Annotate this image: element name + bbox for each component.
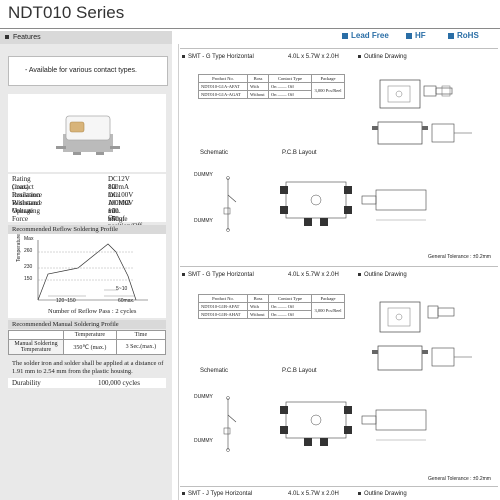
dummy-label: DUMMY <box>194 218 213 224</box>
square-icon <box>448 32 454 39</box>
reflow-annotation: 120~150 <box>56 298 76 304</box>
reflow-annotation: 5~10 <box>116 286 128 292</box>
panel3-drawing-label: Outline Drawing <box>358 491 407 497</box>
reflow-tick: 260 <box>24 248 33 254</box>
badge-lead-free: Lead Free <box>342 31 389 40</box>
manual-row-label: Manual Soldering Temperature <box>8 339 64 355</box>
square-icon <box>5 35 9 40</box>
manual-col-header: Time <box>115 330 167 340</box>
panel2-table: Product No. Boss Contact Type Package ND… <box>198 294 345 319</box>
series-title: NDT010 Series <box>8 3 125 22</box>
schematic-pcb-icon <box>223 396 427 452</box>
dummy-label: DUMMY <box>194 172 213 178</box>
square-icon <box>342 32 348 39</box>
features-box: - Available for various contact types. <box>8 56 168 86</box>
panel2-pcb-label: P.C.B Layout <box>282 368 317 374</box>
reflow-tick: 230 <box>24 264 33 270</box>
panel-rule <box>180 266 498 267</box>
features-bar: Features <box>0 31 172 44</box>
panel1-outline-drawing <box>352 66 496 167</box>
panel1-schematic <box>186 160 436 255</box>
manual-col-header: Temperature <box>63 330 117 340</box>
column-divider <box>178 44 179 500</box>
panel2-outline-drawing <box>352 284 496 389</box>
reflow-passes: Number of Reflow Pass : 2 cycles <box>48 308 137 315</box>
panel1-title: SMT - G Type Horizontal <box>182 54 254 60</box>
header-rule <box>0 28 500 29</box>
badge-rohs: RoHS <box>448 31 479 40</box>
panel1-dims: 4.0L x 5.7W x 2.0H <box>288 54 339 60</box>
panel1-schematic-label: Schematic <box>200 150 229 156</box>
panel1-tolerance: General Tolerance : ±0.2mm <box>428 254 491 260</box>
panel2-tolerance: General Tolerance : ±0.2mm <box>428 476 491 482</box>
panel1-drawing-label: Outline Drawing <box>358 54 407 60</box>
manual-title: Recommended Manual Soldering Profile <box>8 320 166 329</box>
panel1-pcb-label: P.C.B Layout <box>282 150 317 156</box>
square-icon <box>182 54 185 58</box>
panel2-table-wrap: Product No. Boss Contact Type Package ND… <box>198 294 345 319</box>
panel2-schematic-label: Schematic <box>200 368 229 374</box>
square-icon <box>182 491 185 495</box>
panel-rule <box>180 486 498 487</box>
switch-photo-icon <box>56 115 120 155</box>
square-icon <box>358 54 361 58</box>
panel2-title: SMT - G Type Horizontal <box>182 272 254 278</box>
panel2-schematic <box>186 380 436 475</box>
panel3-title: SMT - J Type Horizontal <box>182 491 252 497</box>
reflow-y-label: Temperature <box>16 233 22 262</box>
outline-drawing-icon <box>372 301 472 371</box>
panel2-dims: 4.0L x 5.7W x 2.0H <box>288 272 339 278</box>
manual-temperature: 350℃ (max.) <box>63 339 117 355</box>
spec-table <box>8 174 166 222</box>
durability-row: Durability 100,000 cycles <box>8 378 166 388</box>
square-icon <box>182 272 185 276</box>
reflow-tick: Max <box>24 236 34 242</box>
panel3-dims: 4.0L x 5.7W x 2.0H <box>288 491 339 497</box>
outline-drawing-icon <box>372 79 472 145</box>
manual-table-wrap: Temperature Time Manual Soldering Temper… <box>8 330 167 355</box>
dummy-label: DUMMY <box>194 438 213 444</box>
reflow-profile-graph <box>37 240 148 301</box>
manual-note: The solder iron and solder shall be appl… <box>12 360 164 375</box>
reflow-tick: 150 <box>24 276 33 282</box>
square-icon <box>358 272 361 276</box>
schematic-pcb-icon <box>223 176 427 232</box>
square-icon <box>358 491 361 495</box>
badge-hf: HF <box>406 31 426 40</box>
reflow-annotation: 60max. <box>118 298 135 304</box>
manual-time: 3 Sec.(max.) <box>115 339 167 355</box>
reflow-title: Recommended Reflow Soldering Profile <box>8 225 166 234</box>
panel1-table: Product No. Boss Contact Type Package ND… <box>198 74 345 99</box>
panel1-table-wrap: Product No. Boss Contact Type Package ND… <box>198 74 345 99</box>
product-photo <box>8 94 166 172</box>
dummy-label: DUMMY <box>194 394 213 400</box>
panel2-drawing-label: Outline Drawing <box>358 272 407 278</box>
reflow-chart: Temperature Max 260 230 150 120~150 5~10… <box>8 234 166 318</box>
manual-table: Temperature Time Manual Soldering Temper… <box>8 330 167 355</box>
panel-rule <box>180 48 498 49</box>
square-icon <box>406 32 412 39</box>
